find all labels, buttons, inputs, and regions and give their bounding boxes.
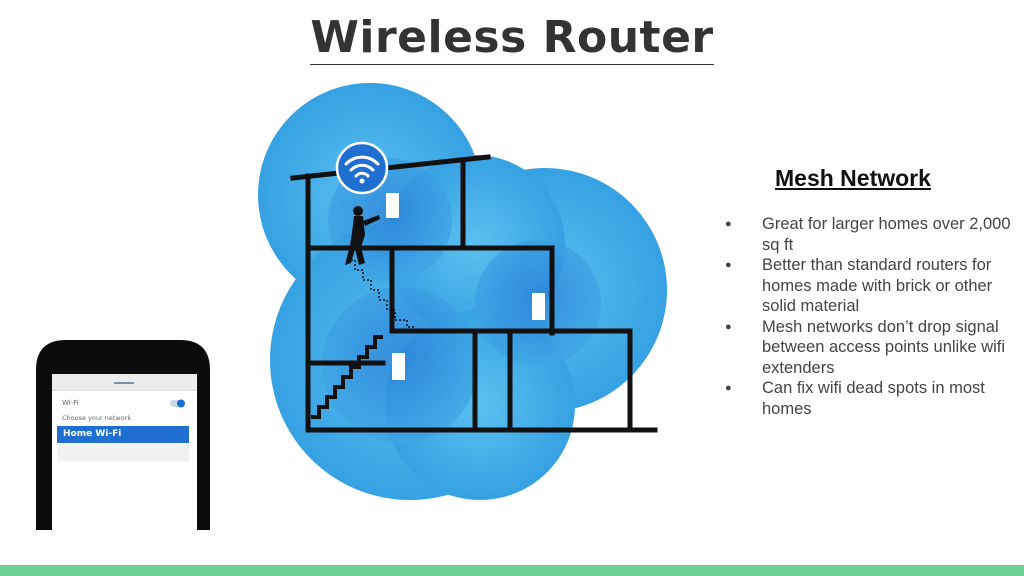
bullet-item: Can fix wifi dead spots in most homes (725, 378, 1020, 419)
coverage-blob (258, 83, 667, 500)
staircase (311, 335, 383, 419)
bullet-item: Better than standard routers for homes m… (725, 255, 1020, 317)
mesh-house-illustration (258, 83, 667, 500)
access-point (386, 193, 399, 218)
person-icon (345, 206, 380, 265)
mesh-bullet-list: Great for larger homes over 2,000 sq ft … (725, 214, 1020, 419)
wifi-label: Wi-Fi (62, 399, 79, 407)
footer-bar (0, 565, 1024, 576)
phone-body (36, 340, 210, 530)
mesh-heading: Mesh Network (775, 165, 931, 191)
staircase-dotted (347, 259, 415, 328)
bullet-item: Mesh networks don’t drop signal between … (725, 317, 1020, 379)
wifi-icon (335, 141, 389, 195)
phone-mockup: Wi-Fi Choose your network Home Wi-Fi (36, 340, 210, 530)
access-point (392, 353, 405, 380)
access-point (532, 293, 545, 320)
bullet-item: Great for larger homes over 2,000 sq ft (725, 214, 1020, 255)
network-item-home-wifi[interactable]: Home Wi-Fi (63, 429, 122, 439)
page-title-wrap: Wireless Router (0, 12, 1024, 65)
house-frame (290, 154, 658, 433)
page-title: Wireless Router (310, 12, 714, 65)
choose-network-label: Choose your network (62, 414, 132, 422)
